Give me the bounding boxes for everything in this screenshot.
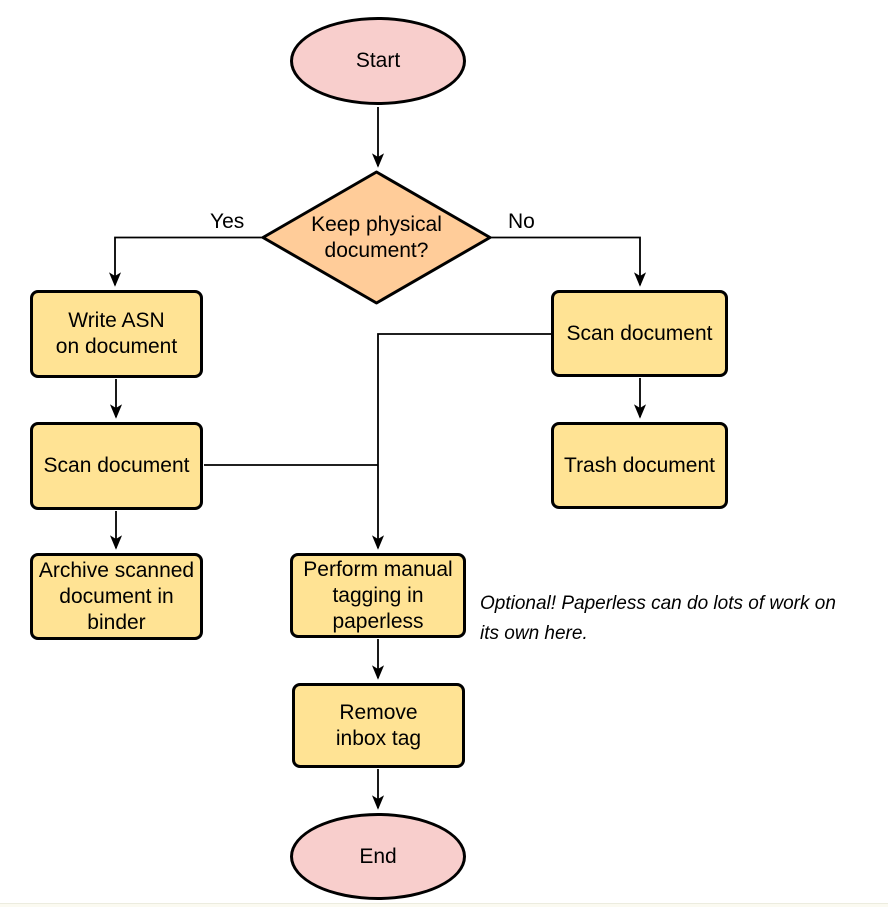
node-archive-binder: Archive scanned document in binder xyxy=(30,553,203,640)
remove-inbox-line-2: inbox tag xyxy=(335,726,422,750)
decision-shape xyxy=(261,170,492,305)
write-asn-line-2: on document xyxy=(55,335,178,358)
node-manual-tagging: Perform manual tagging in paperless xyxy=(290,553,466,638)
decision-line-2: document? xyxy=(324,238,429,262)
archive-line-2: document in xyxy=(59,584,174,608)
tagging-line-3: paperless xyxy=(332,609,424,633)
write-asn-line-1: Write ASN xyxy=(68,309,165,332)
remove-inbox-line-1: Remove xyxy=(339,700,418,724)
node-trash-document: Trash document xyxy=(551,422,728,509)
annotation-line-2: its own here. xyxy=(480,623,588,644)
archive-line-3: binder xyxy=(87,610,146,634)
trash-label: Trash document xyxy=(564,453,715,477)
scan-left-label: Scan document xyxy=(43,454,190,477)
node-start: Start xyxy=(290,17,466,105)
annotation-line-1: Optional! Paperless can do lots of work … xyxy=(480,593,836,614)
node-remove-inbox-tag: Remove inbox tag xyxy=(292,683,465,768)
annotation-optional-note: Optional! Paperless can do lots of work … xyxy=(480,589,884,649)
bottom-edge-strip xyxy=(0,903,888,907)
node-end: End xyxy=(290,813,466,900)
node-write-asn: Write ASN on document xyxy=(30,290,203,378)
archive-line-1: Archive scanned xyxy=(38,558,195,582)
edge-scan-right-to-tagging xyxy=(378,333,551,548)
node-scan-document-right: Scan document xyxy=(551,290,728,377)
edge-decision-yes-to-write-asn xyxy=(115,236,263,286)
edge-label-yes: Yes xyxy=(210,210,245,233)
node-end-label: End xyxy=(359,844,397,868)
node-start-label: Start xyxy=(355,49,401,72)
edge-decision-no-to-scan-right xyxy=(490,236,640,286)
node-scan-document-left: Scan document xyxy=(30,422,203,510)
scan-right-label: Scan document xyxy=(566,321,713,345)
node-decision-label: Keep physical document? xyxy=(263,172,490,303)
decision-line-1: Keep physical xyxy=(311,212,442,236)
tagging-line-1: Perform manual xyxy=(303,557,453,581)
edge-label-no: No xyxy=(508,210,535,233)
tagging-line-2: tagging in xyxy=(332,583,424,607)
